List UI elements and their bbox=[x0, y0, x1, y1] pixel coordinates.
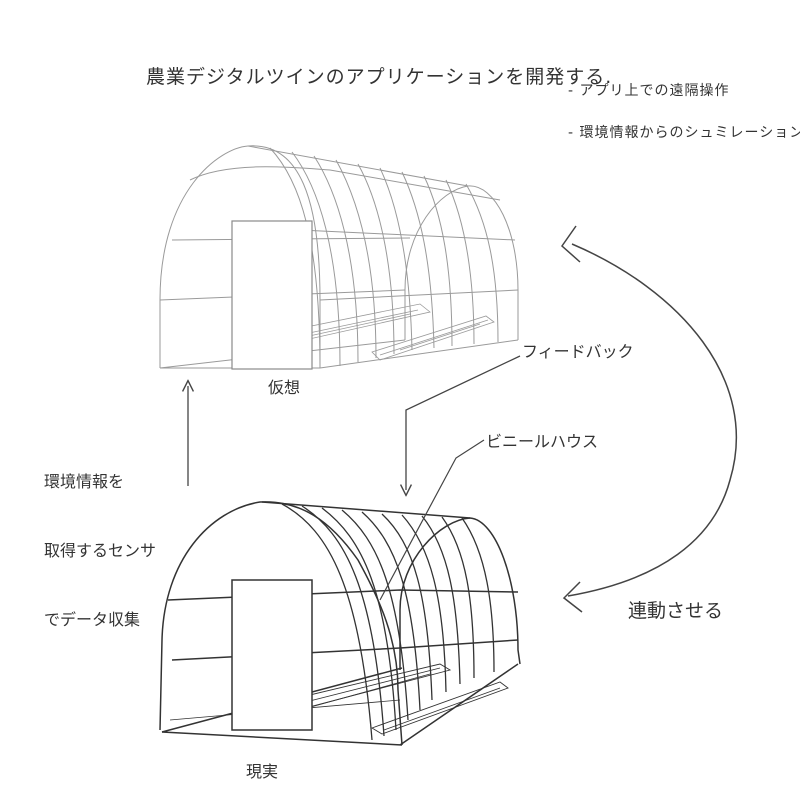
virtual-label: 仮想 bbox=[268, 378, 301, 397]
real-back-arch bbox=[399, 517, 521, 670]
vinyl-house-leader-line bbox=[379, 439, 485, 601]
vinyl-house-label: ビニールハウス bbox=[486, 432, 599, 451]
linked-label: 連動させる bbox=[628, 600, 724, 622]
real-door bbox=[231, 579, 313, 731]
sensor-note-line: でデータ収集 bbox=[44, 610, 141, 629]
real-greenhouse bbox=[159, 501, 521, 746]
sensor-note: 環境情報を 取得するセンサ でデータ収集 bbox=[44, 424, 156, 654]
sync-arrow bbox=[561, 225, 738, 613]
feedback-arrow bbox=[406, 355, 521, 490]
feature-simulation: - 環境情報からのシュミレーション bbox=[568, 125, 800, 141]
real-front-arch bbox=[159, 501, 403, 746]
feedback-label: フィードバック bbox=[522, 342, 634, 361]
page-title: 農業デジタルツインのアプリケーションを開発する. bbox=[146, 66, 613, 88]
sensor-note-line: 取得するセンサ bbox=[44, 541, 157, 560]
real-label: 現実 bbox=[246, 762, 279, 781]
virtual-greenhouse bbox=[159, 145, 519, 369]
feature-remote-control: - アプリ上での遠隔操作 bbox=[568, 83, 730, 99]
sensor-note-line: 環境情報を bbox=[44, 472, 125, 491]
virtual-back-arch bbox=[404, 185, 519, 340]
virtual-door bbox=[231, 220, 313, 370]
